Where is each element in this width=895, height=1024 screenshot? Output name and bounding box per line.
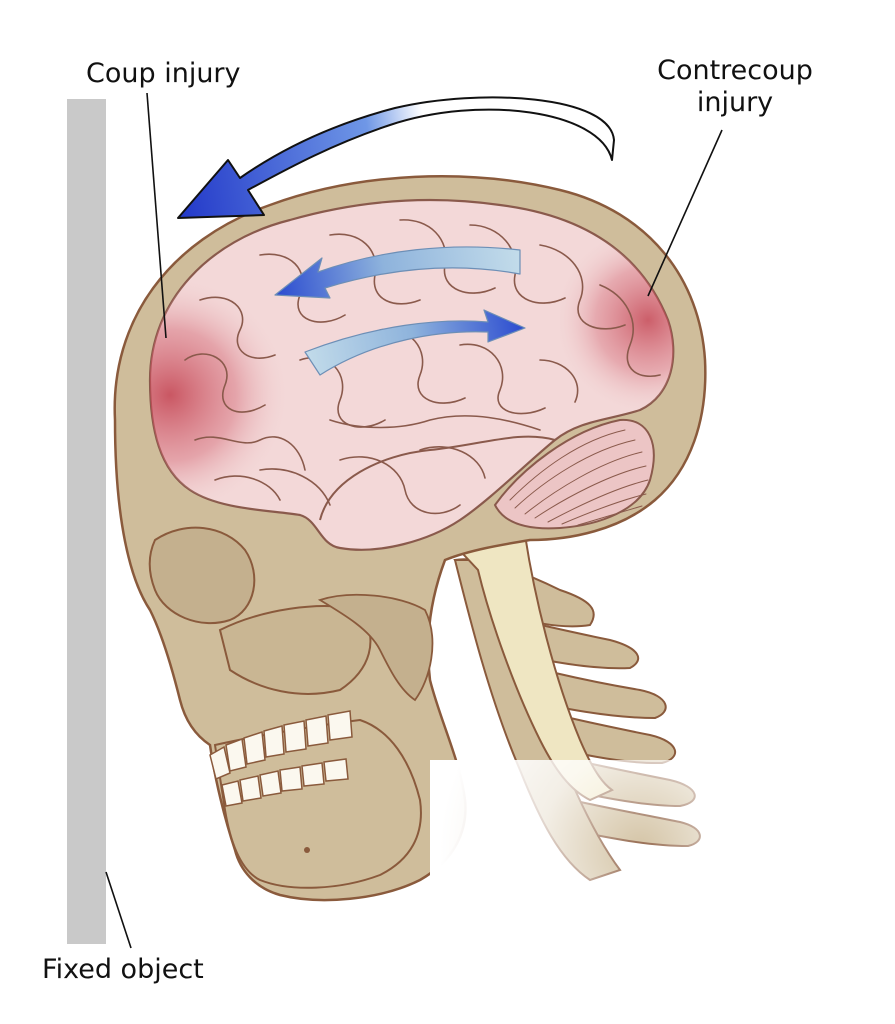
contrecoup-injury-label: Contrecoup injury xyxy=(646,55,824,119)
cerebellum xyxy=(493,418,655,530)
neck-fade xyxy=(430,760,895,1024)
mental-foramen xyxy=(304,847,310,853)
brain-shift-back-arrow-icon xyxy=(274,246,521,299)
contrecoup-label-line2: injury xyxy=(696,87,774,118)
contrecoup-label-line1: Contrecoup xyxy=(657,55,813,86)
fixed-object-wall xyxy=(67,99,106,944)
eye-socket xyxy=(148,526,256,625)
temporal-bone xyxy=(317,593,434,702)
brain-shift-forward-arrow-icon xyxy=(304,309,526,376)
fixed-object-leader-line xyxy=(105,871,132,949)
coup-injury-label: Coup injury xyxy=(86,58,241,89)
teeth xyxy=(209,710,353,807)
contrecoup-leader-line xyxy=(647,129,723,297)
cheekbone xyxy=(218,605,372,695)
curved-arrow-left-icon xyxy=(177,96,615,219)
fixed-object-label: Fixed object xyxy=(42,954,204,985)
coup-leader-line xyxy=(146,92,167,339)
